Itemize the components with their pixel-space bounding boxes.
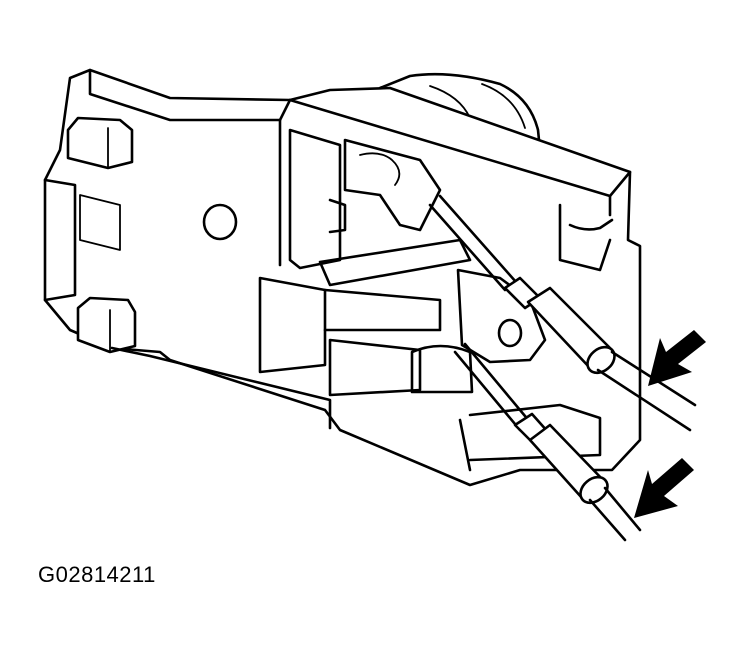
bracket-body bbox=[43, 68, 642, 487]
upper-arrow-icon bbox=[648, 330, 706, 386]
lower-tab bbox=[76, 296, 137, 354]
lower-arrow-icon bbox=[634, 458, 694, 518]
mechanism-cavity bbox=[258, 128, 614, 472]
figure-id-label: G02814211 bbox=[38, 562, 156, 587]
upper-tab bbox=[66, 116, 134, 170]
lower-cable bbox=[453, 342, 642, 542]
lever-pivot bbox=[497, 318, 523, 348]
mounting-hole bbox=[202, 203, 238, 241]
